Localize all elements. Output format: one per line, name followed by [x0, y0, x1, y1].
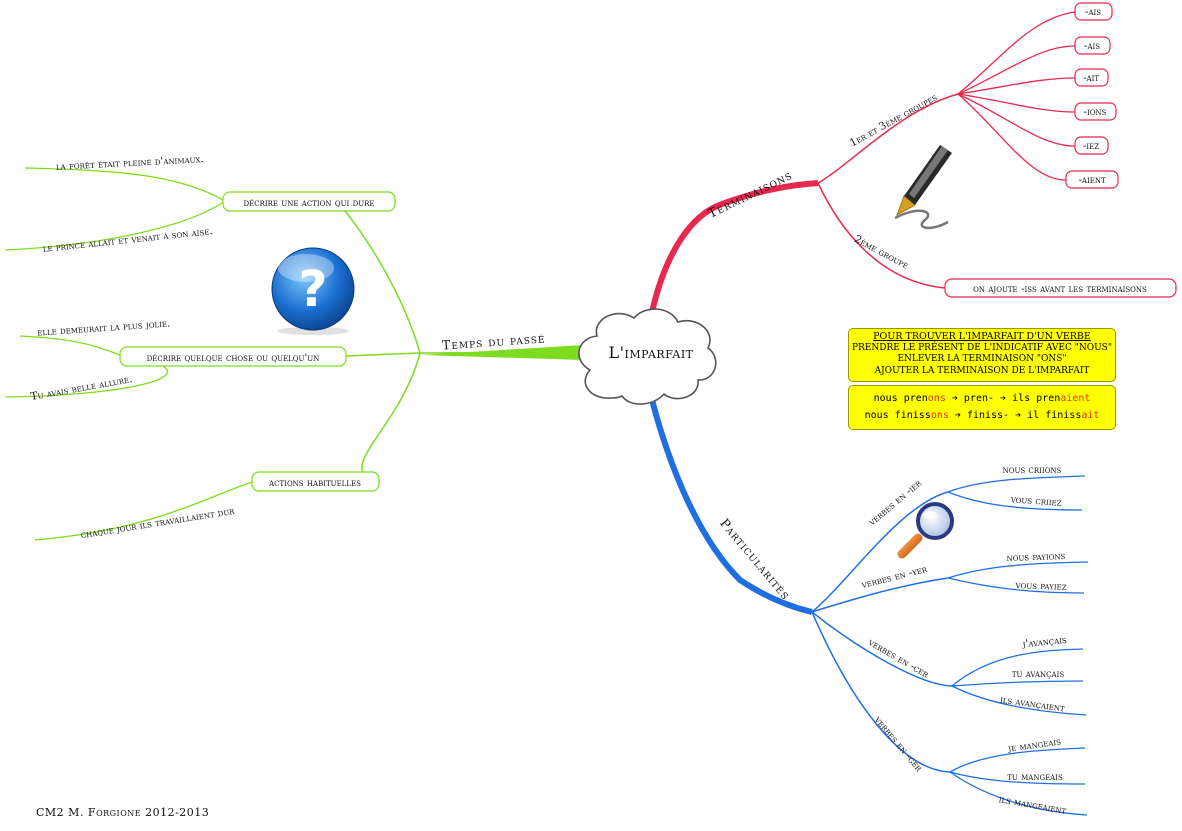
temps-item-node — [251, 471, 380, 492]
particularites-group-label: verbes en -cer — [865, 636, 931, 681]
ending-label: -ions — [1084, 106, 1107, 118]
question-icon: ? — [271, 247, 355, 335]
particularites-group-label: verbes en -yer — [859, 563, 929, 591]
branch-particularites — [648, 395, 1089, 816]
ending-label: -aient — [1078, 174, 1106, 186]
method-line: PRENDRE LE PRÉSENT DE L'INDICATIF AVEC "… — [852, 342, 1112, 353]
particularites-example: vous criiez — [1009, 493, 1062, 509]
temps-label: Temps du passé — [442, 330, 546, 352]
example-part: il finiss — [1027, 410, 1082, 421]
center-cloud-icon — [578, 308, 717, 405]
temps-example: le prince allait et venait à son aise. — [42, 225, 213, 255]
ending-label: -ait — [1083, 72, 1099, 84]
groupe2-note-node — [944, 278, 1177, 298]
example-part: ils pren — [1012, 393, 1061, 404]
example-part-highlight: ons — [930, 410, 949, 421]
ending-label: -ais — [1084, 40, 1100, 52]
temps-example: la forêt était pleine d'animaux. — [56, 153, 204, 173]
particularites-group-label: verbes en -ger — [871, 713, 925, 774]
magnifier-icon — [897, 502, 954, 559]
terminaisons-endings: -ais -ais -ait -ions -iez -aient on ajou… — [944, 2, 1177, 298]
example-part: nous finiss — [864, 410, 931, 421]
method-line: AJOUTER LA TERMINAISON DE L'IMPARFAIT — [874, 365, 1090, 376]
particularites-example: ils mangeaient — [998, 793, 1068, 817]
temps-item-label: actions habituelles — [268, 477, 361, 489]
ending-label: -ais — [1085, 6, 1101, 18]
method-line: ENLEVER LA TERMINAISON "ONS" — [897, 354, 1067, 364]
ending-node — [1074, 36, 1111, 55]
example-part: finiss- — [966, 410, 1010, 421]
particularites-example: je mangeais — [1007, 735, 1062, 754]
ending-node — [1074, 2, 1113, 21]
terminaisons-label: Terminaisons — [705, 167, 794, 221]
example-part: nous pren — [873, 393, 928, 404]
groupe13-label: 1er et 3ème groupes — [848, 91, 940, 149]
example-part: pren- — [963, 393, 995, 404]
arrow-icon: ➔ — [945, 393, 964, 404]
svg-text:?: ? — [298, 260, 327, 318]
footer-credit: CM2 M. Forgione 2012-2013 — [36, 806, 210, 819]
groupe2-note: on ajoute -iss avant les terminaisons — [973, 283, 1147, 295]
center-label: L'imparfait — [608, 343, 693, 362]
method-title: POUR TROUVER L'IMPARFAIT D'UN VERBE — [873, 331, 1091, 342]
temps-item-node — [119, 346, 347, 367]
branch-terminaisons — [649, 11, 1118, 313]
example-part-highlight: ait — [1081, 410, 1100, 421]
particularites-example: vous payiez — [1014, 579, 1066, 593]
method-box: POUR TROUVER L'IMPARFAIT D'UN VERBE PREN… — [848, 328, 1116, 382]
particularites-example: ils avançaient — [999, 694, 1065, 715]
example-line-2: nous finissons ➔ finiss- ➔ il finissait — [849, 407, 1115, 424]
particularites-group-label: verbes en -ier — [866, 477, 925, 529]
particularites-example: nous payions — [1006, 550, 1065, 564]
examples-box: nous prenons ➔ pren- ➔ ils prenaient nou… — [848, 385, 1116, 430]
temps-example: chaque jour ils travaillaient dur — [80, 505, 236, 541]
arrow-icon: ➔ — [948, 410, 967, 421]
ending-node — [1065, 170, 1119, 189]
arrow-icon: ➔ — [1009, 410, 1028, 421]
ending-node — [1074, 68, 1109, 87]
particularites-example: tu mangeais — [1007, 771, 1063, 783]
temps-item-label: décrire quelque chose ou quelqu'un — [147, 352, 320, 364]
example-part-highlight: ons — [927, 393, 946, 404]
example-line-1: nous prenons ➔ pren- ➔ ils prenaient — [849, 390, 1115, 407]
temps-example: elle demeurait la plus jolie. — [37, 317, 171, 338]
arrow-icon: ➔ — [994, 393, 1013, 404]
ending-node — [1074, 102, 1117, 121]
ending-label: -iez — [1083, 140, 1099, 152]
example-part-highlight: aient — [1060, 393, 1091, 404]
pen-icon — [894, 145, 952, 230]
temps-item-node — [222, 191, 396, 212]
groupe2-label: 2ème groupe — [852, 233, 910, 272]
temps-item-label: décrire une action qui dure — [244, 197, 375, 209]
temps-nodes: décrire une action qui dure décrire quel… — [119, 191, 396, 492]
particularites-example: nous criions — [1003, 464, 1062, 476]
particularites-example: tu avançais — [1012, 668, 1065, 680]
ending-node — [1074, 136, 1109, 155]
temps-example: Tu avais belle allure. — [30, 373, 134, 403]
particularites-example: j'avançais — [1021, 634, 1067, 651]
